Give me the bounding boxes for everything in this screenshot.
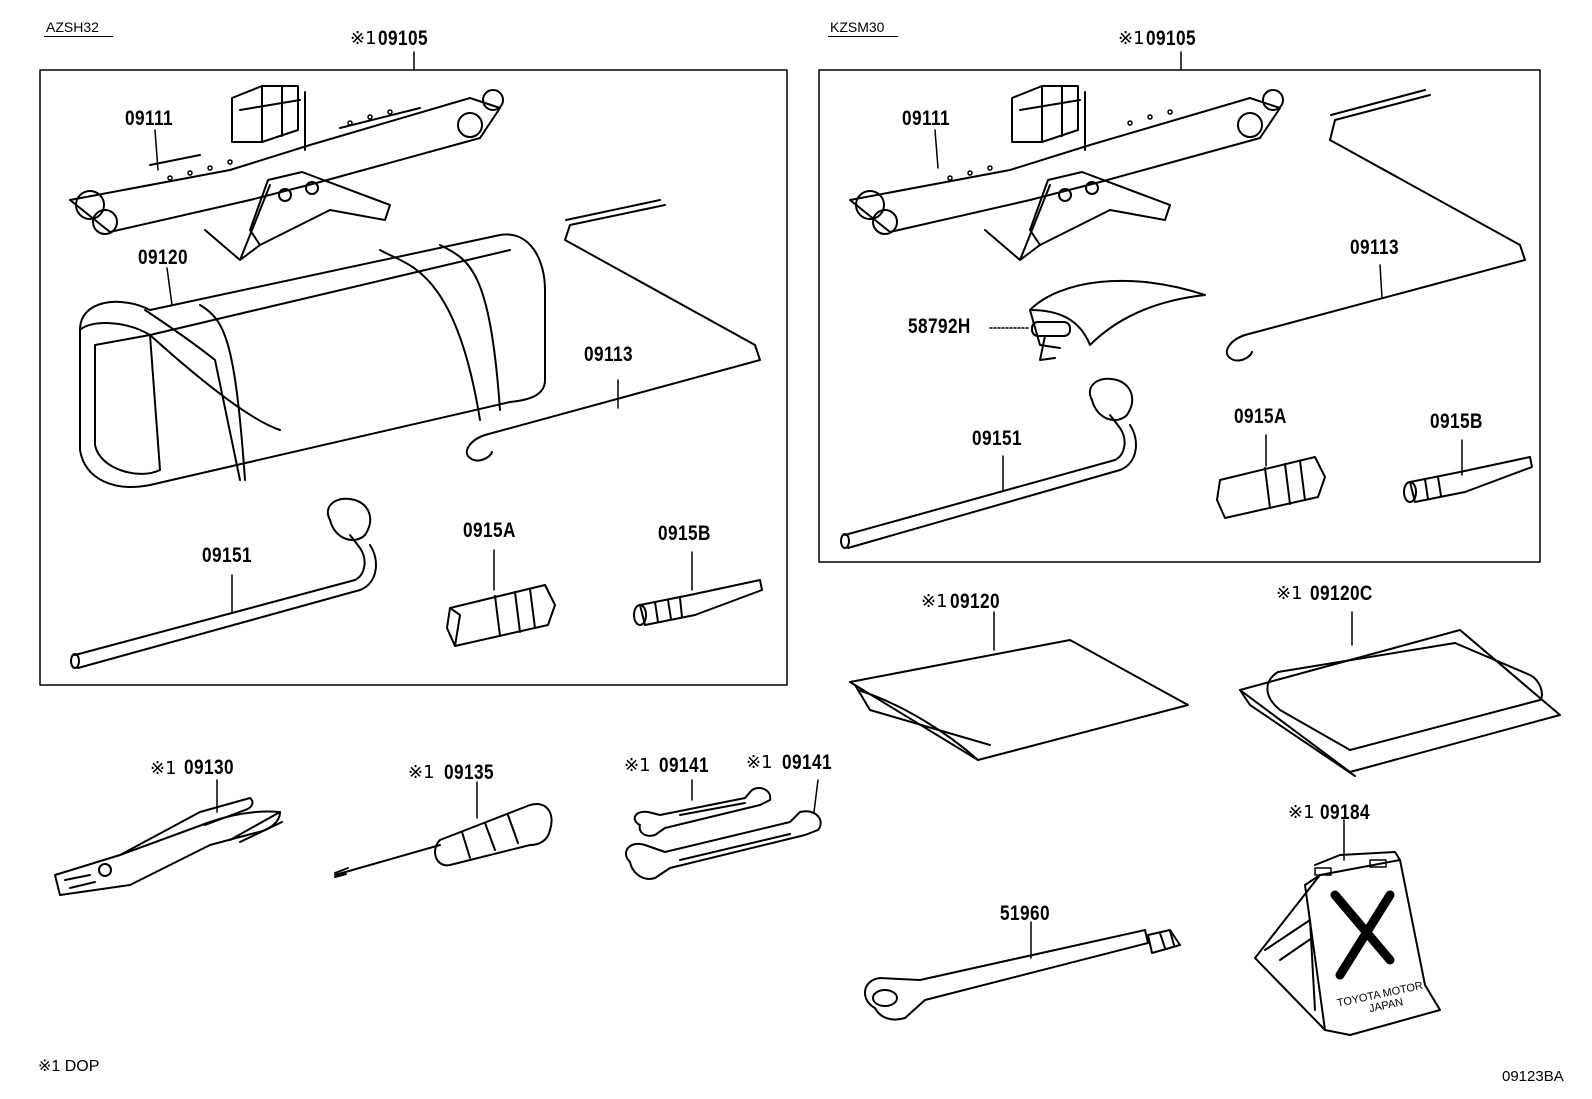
part-label-09120c: 09120C	[1310, 582, 1373, 605]
screwdriver-09135	[334, 803, 553, 878]
group-box-right	[818, 69, 1541, 563]
part-label-09130: 09130	[184, 756, 234, 779]
part-label-09105-right: 09105	[1146, 27, 1196, 50]
part-label-09120-cover: 09120	[950, 590, 1000, 613]
part-label-09151-left: 09151	[202, 544, 252, 567]
model-header-left: AZSH32	[44, 20, 113, 37]
pliers-09130	[54, 797, 283, 896]
group-box-left	[39, 69, 788, 686]
adapter-0915b-right	[1403, 456, 1533, 503]
socket-0915a-right	[1216, 456, 1326, 519]
jack-handle-right	[1225, 89, 1526, 362]
wheel-nut-wrench-left	[70, 497, 377, 669]
dop-mark: ※1	[746, 752, 773, 773]
part-label-09113-left: 09113	[584, 343, 633, 366]
dop-mark: ※1	[1276, 583, 1303, 604]
dop-mark: ※1	[408, 762, 435, 783]
wheel-nut-wrench-right	[840, 377, 1137, 549]
part-label-09184: 09184	[1320, 801, 1370, 824]
wrench-09141-lower	[625, 810, 822, 880]
part-label-0915a-right: 0915A	[1234, 405, 1287, 428]
illustration-code: 09123BA	[1502, 1068, 1564, 1085]
part-label-0915a-left: 0915A	[463, 519, 516, 542]
socket-0915a-left	[446, 584, 556, 647]
model-header-right: KZSM30	[828, 20, 899, 37]
wrench-09141-upper	[633, 787, 772, 837]
dop-mark: ※1	[921, 591, 948, 612]
dop-mark: ※1	[1118, 28, 1145, 49]
jack-left	[69, 85, 504, 261]
dop-mark: ※1	[350, 28, 377, 49]
part-label-51960: 51960	[1000, 902, 1050, 925]
tool-bag-cover-09120	[849, 639, 1189, 761]
part-label-09135: 09135	[444, 761, 494, 784]
wheel-wrench-51960	[864, 929, 1181, 1021]
dop-mark: ※1	[150, 758, 177, 779]
jack-handle-left	[465, 199, 761, 462]
tool-bag-left	[79, 233, 546, 488]
part-label-09111-left: 09111	[125, 107, 174, 130]
part-label-58792h: 58792H	[908, 315, 971, 338]
part-label-09111-right: 09111	[902, 107, 951, 130]
jack-right	[849, 85, 1284, 261]
part-label-09120-left: 09120	[138, 246, 188, 269]
dop-mark: ※1	[624, 755, 651, 776]
part-label-0915b-right: 0915B	[1430, 410, 1483, 433]
wheel-chock-09184	[1254, 851, 1441, 1036]
part-label-09105-left: 09105	[378, 27, 428, 50]
footnote-dop: ※1 DOP	[38, 1058, 100, 1075]
part-label-09151-right: 09151	[972, 427, 1022, 450]
tool-bag-cover-09120c	[1239, 629, 1561, 777]
adapter-0915b-left	[633, 579, 763, 626]
jack-hook-58792h	[1029, 279, 1206, 361]
part-label-09141-lower: 09141	[782, 751, 832, 774]
part-label-09141-upper: 09141	[659, 754, 709, 777]
dop-mark: ※1	[1288, 802, 1315, 823]
part-label-09113-right: 09113	[1350, 236, 1399, 259]
part-label-0915b-left: 0915B	[658, 522, 711, 545]
